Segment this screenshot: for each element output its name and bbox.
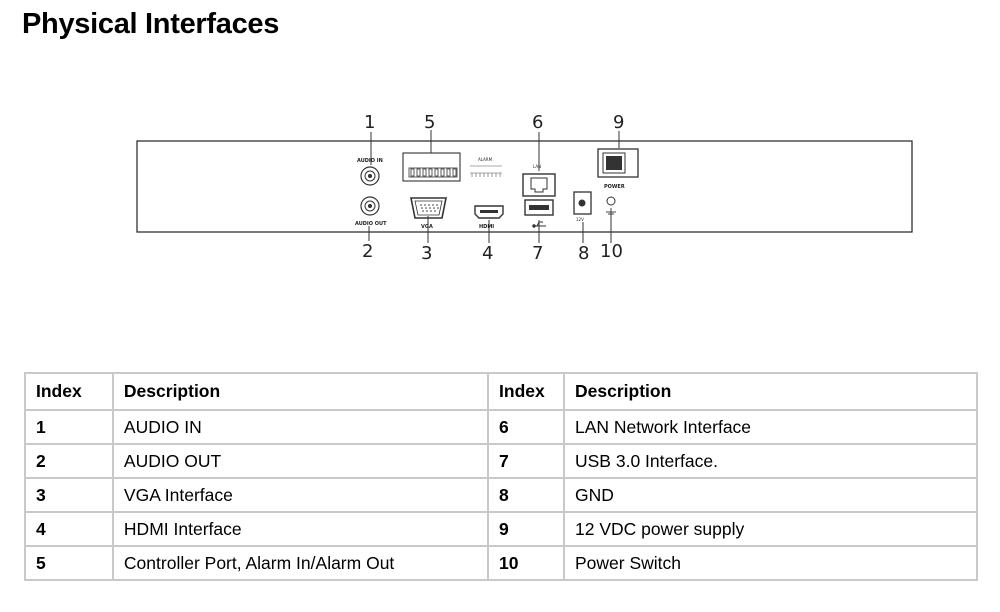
header-index-left: Index: [24, 372, 114, 411]
table-row: 2 AUDIO OUT 7 USB 3.0 Interface.: [24, 443, 978, 479]
callout-3: 3: [421, 243, 432, 264]
terminal-block-icon: [402, 152, 461, 182]
index-cell: 9: [487, 511, 565, 547]
description-cell: HDMI Interface: [111, 511, 490, 547]
description-cell: Power Switch: [563, 545, 978, 581]
dc-label: 12V: [576, 217, 584, 222]
callout-10: 10: [600, 241, 623, 262]
description-cell: Controller Port, Alarm In/Alarm Out: [111, 545, 490, 581]
table-row: 3 VGA Interface 8 GND: [24, 477, 978, 513]
callout-4: 4: [482, 243, 493, 264]
description-cell: LAN Network Interface: [563, 409, 978, 445]
description-cell: AUDIO IN: [111, 409, 490, 445]
index-cell: 6: [487, 409, 565, 445]
index-cell: 1: [24, 409, 114, 445]
callout-2: 2: [362, 241, 373, 262]
power-switch-icon: [597, 148, 639, 178]
index-cell: 4: [24, 511, 114, 547]
usb-port-icon: [524, 199, 554, 216]
callout-6: 6: [532, 112, 543, 133]
vga-port-icon: [410, 197, 447, 219]
header-index-right: Index: [487, 372, 565, 411]
usb-symbol-icon: [532, 221, 546, 228]
index-cell: 5: [24, 545, 114, 581]
description-cell: USB 3.0 Interface.: [563, 443, 978, 479]
callout-9: 9: [613, 112, 624, 133]
interface-table: Index Description Index Description 1 AU…: [24, 372, 978, 581]
table-row: 5 Controller Port, Alarm In/Alarm Out 10…: [24, 545, 978, 581]
description-cell: AUDIO OUT: [111, 443, 490, 479]
dc-jack-icon: [573, 191, 592, 215]
hdmi-port-icon: [474, 205, 504, 219]
header-description-right: Description: [563, 372, 978, 411]
lan-port-icon: [522, 173, 556, 197]
audio-in-label: AUDIO IN: [357, 158, 383, 164]
index-cell: 2: [24, 443, 114, 479]
description-cell: VGA Interface: [111, 477, 490, 513]
table-row: 1 AUDIO IN 6 LAN Network Interface: [24, 409, 978, 445]
index-cell: 7: [487, 443, 565, 479]
lan-label: LAN: [533, 164, 541, 169]
callout-7: 7: [532, 243, 543, 264]
audio-in-jack-icon: [360, 166, 380, 186]
panel-outline: [136, 140, 913, 233]
callout-5: 5: [424, 112, 435, 133]
vga-label: VGA: [421, 224, 433, 230]
power-label: POWER: [604, 184, 625, 190]
description-cell: 12 VDC power supply: [563, 511, 978, 547]
ground-screw-icon: [606, 196, 616, 215]
hdmi-label: HDMI: [479, 224, 494, 230]
page-title: Physical Interfaces: [22, 8, 280, 40]
header-description-left: Description: [111, 372, 490, 411]
audio-out-jack-icon: [360, 196, 380, 216]
alarm-label: ALARM: [478, 157, 493, 162]
alarm-pins-icon: [470, 165, 502, 177]
index-cell: 3: [24, 477, 114, 513]
callout-1: 1: [364, 112, 375, 133]
callout-8: 8: [578, 243, 589, 264]
audio-out-label: AUDIO OUT: [355, 221, 387, 227]
table-row: 4 HDMI Interface 9 12 VDC power supply: [24, 511, 978, 547]
index-cell: 10: [487, 545, 565, 581]
index-cell: 8: [487, 477, 565, 513]
callout-lines: [368, 130, 620, 243]
rear-panel-diagram: 1 5 6 9 2 3 4 7 8 10 AUDIO IN AUDIO OUT …: [136, 112, 913, 264]
description-cell: GND: [563, 477, 978, 513]
table-header-row: Index Description Index Description: [24, 372, 978, 411]
